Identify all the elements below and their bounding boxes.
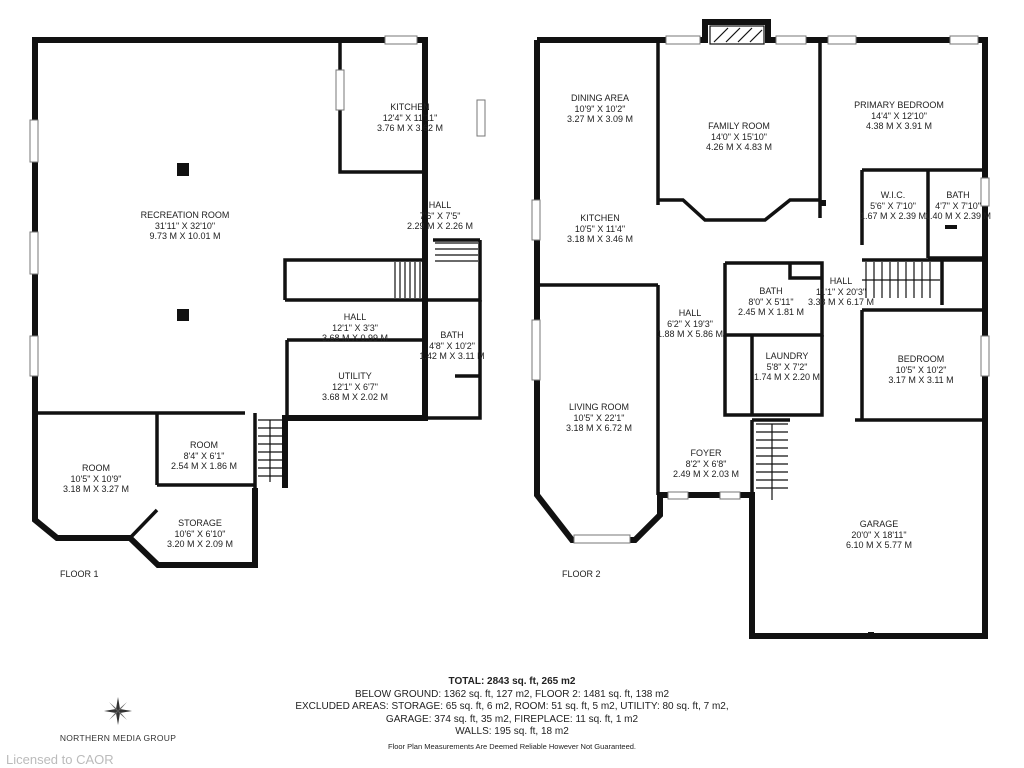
excluded-areas-line-1: EXCLUDED AREAS: STORAGE: 65 sq. ft, 6 m2… [295, 701, 729, 712]
disclaimer: Floor Plan Measurements Are Deemed Relia… [387, 742, 637, 751]
brand-name: NORTHERN MEDIA GROUP [59, 733, 177, 743]
floor-1-label: FLOOR 1 [60, 569, 99, 579]
floor-2-walls [531, 19, 990, 639]
floor-2-label: FLOOR 2 [562, 569, 601, 579]
room-label-wic: W.I.C.5'6" X 7'10"1.67 M X 2.39 M [859, 190, 927, 221]
walls-area: WALLS: 195 sq. ft, 18 m2 [455, 726, 569, 737]
below-ground-area: BELOW GROUND: 1362 sq. ft, 127 m2, FLOOR… [354, 688, 670, 700]
floor-1-walls [29, 35, 486, 568]
total-area: TOTAL: 2843 sq. ft, 265 m2 [448, 676, 576, 687]
compass-rose-icon [104, 697, 132, 725]
area-summary: TOTAL: 2843 sq. ft, 265 m2 BELOW GROUND:… [0, 676, 1024, 739]
brand-logo: NORTHERN MEDIA GROUP [58, 696, 178, 743]
license-watermark: Licensed to CAOR [6, 752, 114, 767]
excluded-areas-line-2: GARAGE: 374 sq. ft, 35 m2, FIREPLACE: 11… [385, 713, 639, 725]
